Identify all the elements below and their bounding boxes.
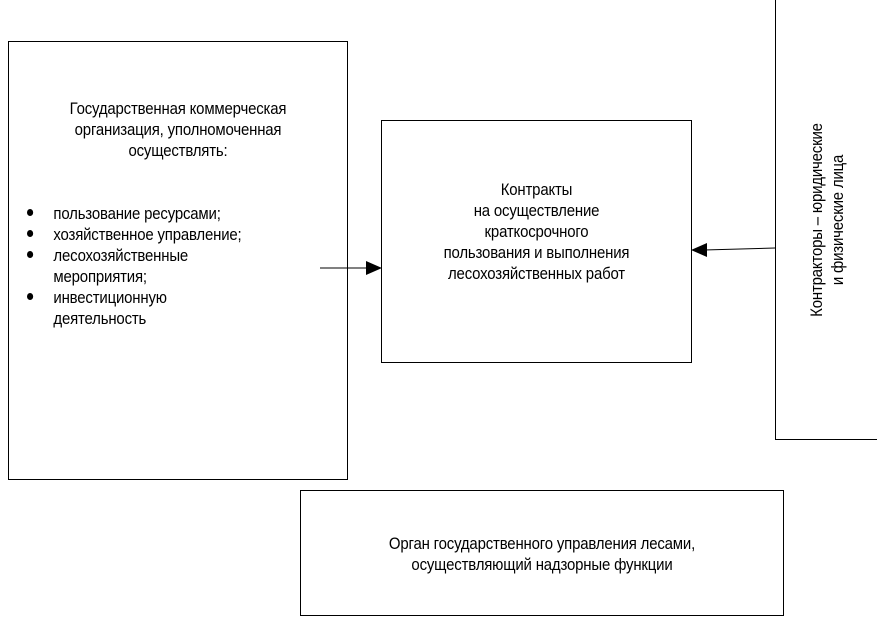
organization-title-line: Государственная коммерческая (69, 99, 287, 118)
contracts-text-line: на осуществление (473, 201, 600, 220)
organization-functions-list: пользование ресурсами; хозяйственное упр… (27, 203, 282, 329)
function-item-text: инвестиционную (53, 288, 167, 307)
function-item-text: лесохозяйственные (53, 246, 189, 265)
bullet-icon (27, 251, 34, 258)
function-item-text: мероприятия; (53, 267, 147, 286)
function-list-item: хозяйственное управление; (27, 224, 282, 245)
function-list-item: пользование ресурсами; (27, 203, 282, 224)
organization-box: Государственная коммерческая организация… (8, 41, 348, 480)
organization-title-line: организация, уполномоченная (74, 120, 282, 139)
supervisory-authority-box: Орган государственного управления лесами… (300, 490, 784, 616)
organization-title-line: осуществлять: (128, 141, 228, 160)
contractors-text: Контракторы – юридические и физические л… (806, 35, 848, 405)
function-item-text: деятельность (53, 309, 147, 328)
organization-title: Государственная коммерческая организация… (29, 98, 326, 161)
supervisory-authority-text: Орган государственного управления лесами… (330, 533, 754, 575)
contractors-text-line: и физические лица (827, 154, 847, 285)
contractors-text-line: Контракторы – юридические (806, 122, 826, 317)
contracts-text-line: краткосрочного (484, 222, 589, 241)
contractors-to-contracts-arrowhead-icon (691, 243, 707, 257)
bullet-icon (27, 209, 34, 216)
function-list-item: инвестиционную деятельность (27, 287, 282, 329)
function-item-text: хозяйственное управление; (53, 225, 242, 244)
function-list-item: лесохозяйственные мероприятия; (27, 245, 282, 287)
supervisory-authority-text-line: Орган государственного управления лесами… (388, 534, 696, 553)
organization-to-contracts-arrowhead-icon (366, 261, 382, 275)
contracts-text-line: Контракты (500, 180, 573, 199)
contractors-box: Контракторы – юридические и физические л… (775, 0, 877, 440)
contracts-box: Контракты на осуществление краткосрочног… (381, 120, 692, 363)
contracts-text: Контракты на осуществление краткосрочног… (401, 179, 673, 284)
bullet-icon (27, 293, 34, 300)
bullet-icon (27, 230, 34, 237)
contracts-text-line: лесохозяйственных работ (448, 264, 625, 283)
contractors-to-contracts-arrow-line (703, 247, 776, 251)
contracts-text-line: пользования и выполнения (443, 243, 630, 262)
supervisory-authority-text-line: осуществляющий надзорные функции (411, 555, 673, 574)
function-item-text: пользование ресурсами; (53, 204, 221, 223)
